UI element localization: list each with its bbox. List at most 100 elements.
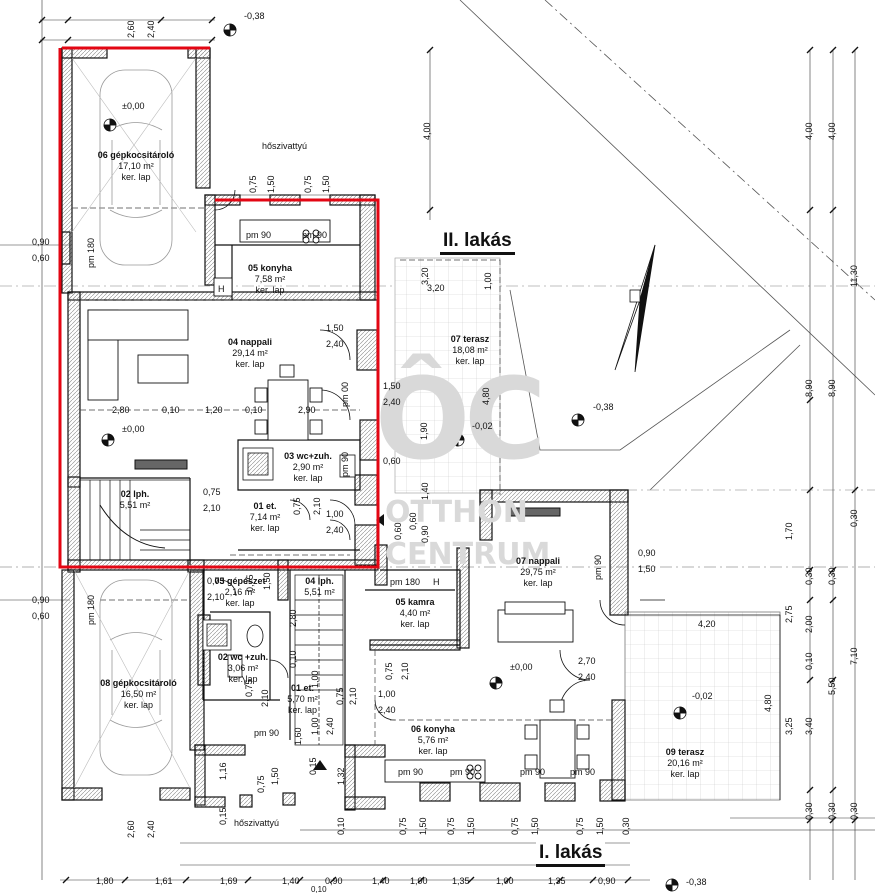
- dimension-label: 2,10: [312, 497, 322, 515]
- cabinet-label: pm 00: [340, 381, 350, 407]
- dimension-label: 0,90: [325, 876, 343, 886]
- room-area: 7,14 m²: [249, 512, 281, 522]
- cabinet-label: pm 90: [254, 728, 280, 738]
- room-area: 2,90 m²: [292, 462, 324, 472]
- dimension-label: 1,50: [262, 572, 272, 590]
- room-floor: ker. lap: [293, 473, 323, 483]
- dimension-label: 2,70: [578, 656, 596, 666]
- dimension-label: 1,69: [220, 876, 238, 886]
- dimension-label: 2,90: [298, 405, 316, 415]
- garage-cross: [71, 57, 197, 789]
- dimension-label: 0,30: [849, 802, 859, 820]
- dimension-label: 1,70: [784, 522, 794, 540]
- dimension-label: 0,10: [804, 652, 814, 670]
- room-floor: ker. lap: [225, 598, 255, 608]
- unit-title-lower: I. lakás: [536, 842, 606, 867]
- dimension-label: 1,16: [218, 762, 228, 780]
- dimension-label: 3,20: [427, 283, 445, 293]
- room-name: 01 et.: [290, 683, 314, 693]
- car-lower: [99, 579, 173, 776]
- room-name: 05 kamra: [395, 597, 435, 607]
- tv-unit-lower: [509, 507, 561, 517]
- dimension-label: 1,50: [595, 817, 605, 835]
- dimension-label: 1,50: [321, 175, 331, 193]
- dimension-label: 0,30: [804, 567, 814, 585]
- dimension-label: 2,80: [288, 609, 298, 627]
- dimension-label: 2,10: [203, 503, 221, 513]
- dimension-label: 2,40: [326, 525, 344, 535]
- unit-boundary: [58, 46, 380, 569]
- dimension-label: 0,15: [308, 757, 318, 775]
- cabinet-label: pm 90: [340, 451, 350, 477]
- dimension-label: 11,30: [849, 265, 859, 287]
- room-floor: ker. lap: [123, 700, 154, 710]
- watermark-logo: ÔC: [375, 355, 546, 485]
- cabinet-label: pm 90: [520, 767, 546, 777]
- room-label: 04 lph.5,51 m²: [292, 576, 347, 598]
- dimension-label: 1,35: [452, 876, 470, 886]
- unit-title-upper: II. lakás: [440, 230, 515, 255]
- dimension-label: 1,50: [466, 817, 476, 835]
- dimension-label: 2,40: [146, 20, 156, 38]
- room-area: 7,58 m²: [254, 274, 286, 284]
- dimension-label: 4,00: [827, 122, 837, 140]
- dimension-label: 2,40: [146, 820, 156, 838]
- dining-upper: [254, 364, 323, 441]
- room-floor: ker. lap: [670, 769, 700, 779]
- dimension-label: 2,60: [126, 820, 136, 838]
- dimension-label: 0,60: [393, 522, 403, 540]
- room-floor: ker. lap: [287, 705, 318, 715]
- stair-upper: [79, 479, 191, 561]
- dimension-label: 0,75: [248, 175, 258, 193]
- room-name: 03 wc+zuh.: [284, 451, 332, 461]
- dimension-label: 1,50: [418, 817, 428, 835]
- dimension-label: 1,00: [310, 717, 320, 735]
- terrace-outline: [625, 614, 781, 800]
- room-floor: ker. lap: [523, 578, 553, 588]
- dimension-label: 1,50: [266, 175, 276, 193]
- cabinet-label: pm 90: [398, 767, 424, 777]
- dimension-label: 4,80: [481, 387, 491, 405]
- dimension-label: 2,10: [348, 687, 358, 705]
- room-floor: ker. lap: [455, 356, 485, 366]
- dimension-label: 0,90: [598, 876, 616, 886]
- dimension-label: 0,60: [408, 512, 418, 530]
- level-label: -0,38: [686, 877, 707, 887]
- dimension-label: 1,35: [548, 876, 566, 886]
- room-name: 09 terasz: [665, 747, 705, 757]
- fridge-marker: H: [433, 577, 440, 587]
- dimension-label: 0,60: [32, 611, 50, 621]
- room-floor: ker. lap: [250, 523, 280, 533]
- dimension-label: 0,75: [292, 497, 302, 515]
- dimension-label: 0,10: [288, 650, 298, 668]
- dimension-label: 0,10: [162, 405, 180, 415]
- dimension-label: 0,75: [398, 817, 408, 835]
- dimension-label: 0,30: [849, 509, 859, 527]
- room-area: 18,08 m²: [452, 345, 488, 355]
- dimension-label: 1,00: [378, 689, 396, 699]
- dimension-label: 8,90: [827, 379, 837, 397]
- cabinet-label: pm 180: [390, 577, 421, 587]
- dimension-label: 2,60: [126, 20, 136, 38]
- room-floor: ker. lap: [418, 746, 448, 756]
- level-markers: [101, 23, 687, 892]
- room-name: 01 et.: [253, 501, 277, 511]
- room-area: 5,70 m²: [287, 694, 318, 704]
- level-label: ±0,00: [510, 662, 533, 672]
- partitions: [80, 244, 461, 745]
- room-floor: ker. lap: [228, 674, 258, 684]
- dimension-label: 7,10: [849, 647, 859, 665]
- dimension-label: 0,75: [244, 679, 254, 697]
- room-name: 04 nappali: [227, 337, 272, 347]
- room-area: 20,16 m²: [667, 758, 703, 768]
- room-name: 04 lph.: [305, 576, 334, 586]
- room-floor: ker. lap: [121, 172, 151, 182]
- cabinet-label: pm 180: [86, 594, 96, 625]
- dimension-label: 4,20: [698, 619, 716, 629]
- dimension-label: 1,32: [336, 767, 346, 785]
- dimension-label: 0,75: [384, 662, 394, 680]
